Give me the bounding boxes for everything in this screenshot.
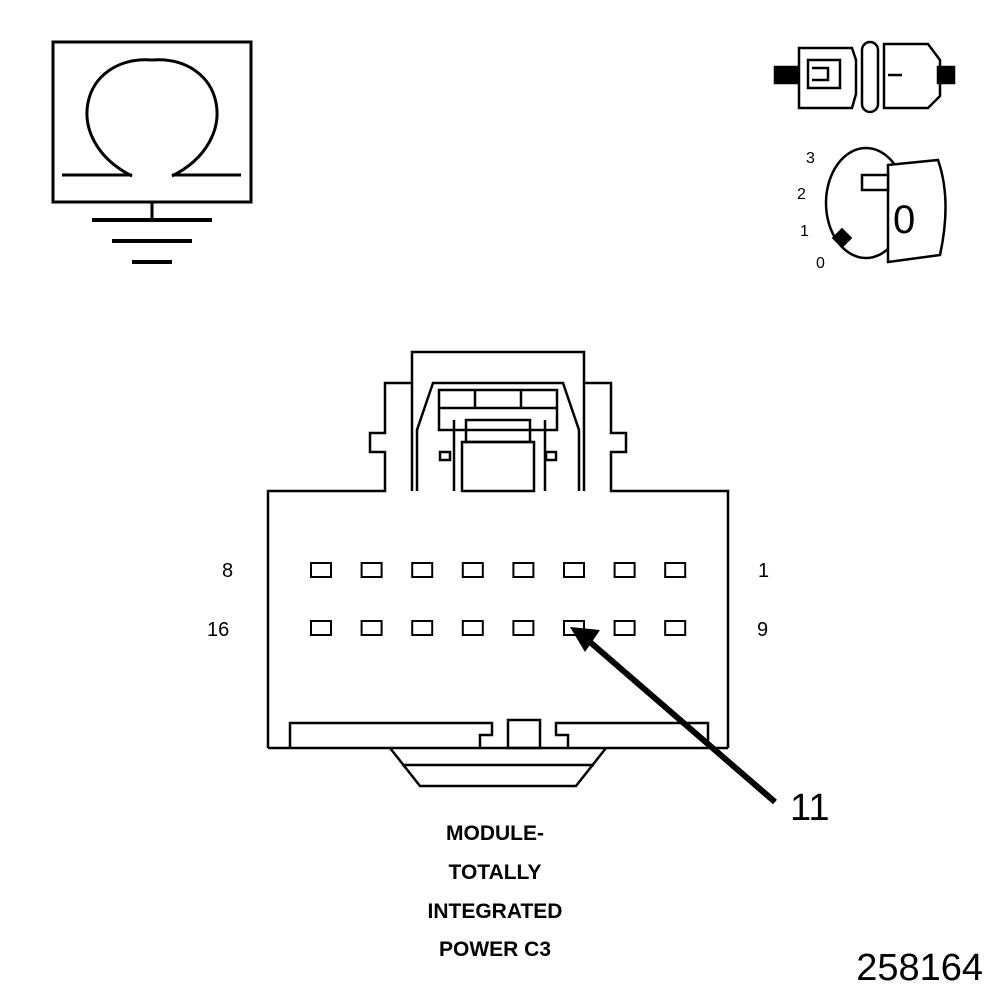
caption-line-3: INTEGRATED: [428, 900, 563, 923]
ignition-position-1: 1: [800, 223, 809, 240]
callout-arrow: [570, 627, 777, 805]
cavity-row2-8: [664, 620, 687, 636]
ignition-position-0: 0: [816, 255, 825, 272]
ignition-key-label: 0: [893, 198, 915, 242]
ohmmeter-icon: [51, 40, 253, 264]
connector-body: [266, 350, 730, 788]
cavity-row2-1: [310, 620, 332, 636]
row1-left-label: 8: [222, 560, 233, 582]
caption-line-1: MODULE-: [446, 822, 544, 845]
row2-left-label: 16: [207, 619, 229, 641]
cavity-row1-6: [563, 562, 585, 578]
cavity-row1-2: [360, 562, 383, 578]
ignition-switch-icon: [824, 146, 947, 264]
cavity-grid: [310, 562, 687, 636]
cavity-row2-2: [360, 620, 383, 636]
cavity-row1-3: [411, 562, 434, 578]
cavity-row2-5: [512, 620, 535, 636]
cavity-row1-7: [613, 562, 636, 578]
cavity-row1-1: [310, 562, 332, 578]
cavity-row2-4: [461, 620, 484, 636]
row1-right-label: 1: [758, 560, 769, 582]
row2-right-label: 9: [757, 619, 768, 641]
disconnect-connector-icon: [773, 40, 956, 114]
cavity-row2-7: [613, 620, 636, 636]
cavity-row1-8: [664, 562, 687, 578]
figure-id: 258164: [856, 947, 983, 989]
ignition-position-3: 3: [806, 150, 815, 167]
callout-label: 11: [790, 787, 829, 829]
caption-line-4: POWER C3: [439, 938, 551, 961]
cavity-row1-5: [512, 562, 535, 578]
cavity-row1-4: [461, 562, 484, 578]
caption-line-2: TOTALLY: [449, 861, 542, 884]
cavity-row2-3: [411, 620, 434, 636]
ignition-position-2: 2: [797, 186, 806, 203]
